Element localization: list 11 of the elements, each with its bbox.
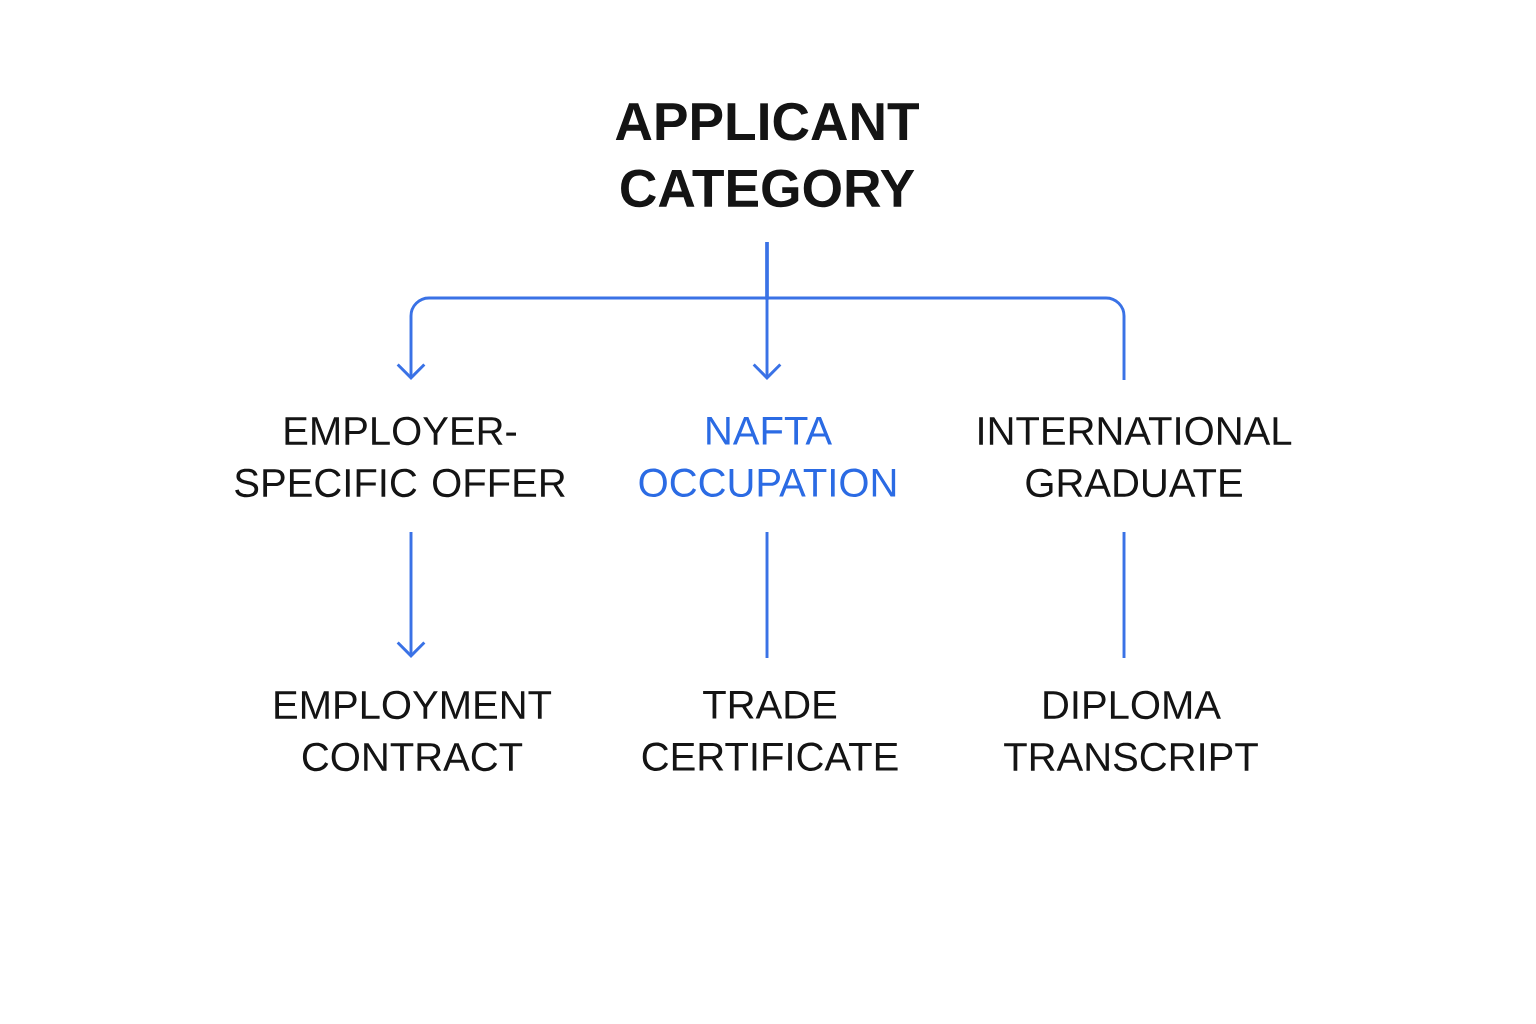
connector-line <box>765 532 769 658</box>
category-label: EMPLOYER-SPECIFIC OFFER <box>235 416 565 498</box>
connector-line <box>1122 532 1126 658</box>
document-label: DIPLOMA TRANSCRIPT <box>1004 690 1258 772</box>
category-heading: APPLICANT CATEGORY <box>615 102 919 208</box>
category-label: INTERNATIONAL GRADUATE <box>979 416 1292 498</box>
connector-line <box>765 242 1126 380</box>
document-label: EMPLOYMENT CONTRACT <box>275 690 552 772</box>
document-label: TRADE CERTIFICATE <box>642 691 898 771</box>
category-label: NAFTA OCCUPATION <box>639 417 896 497</box>
arrow <box>396 532 426 658</box>
